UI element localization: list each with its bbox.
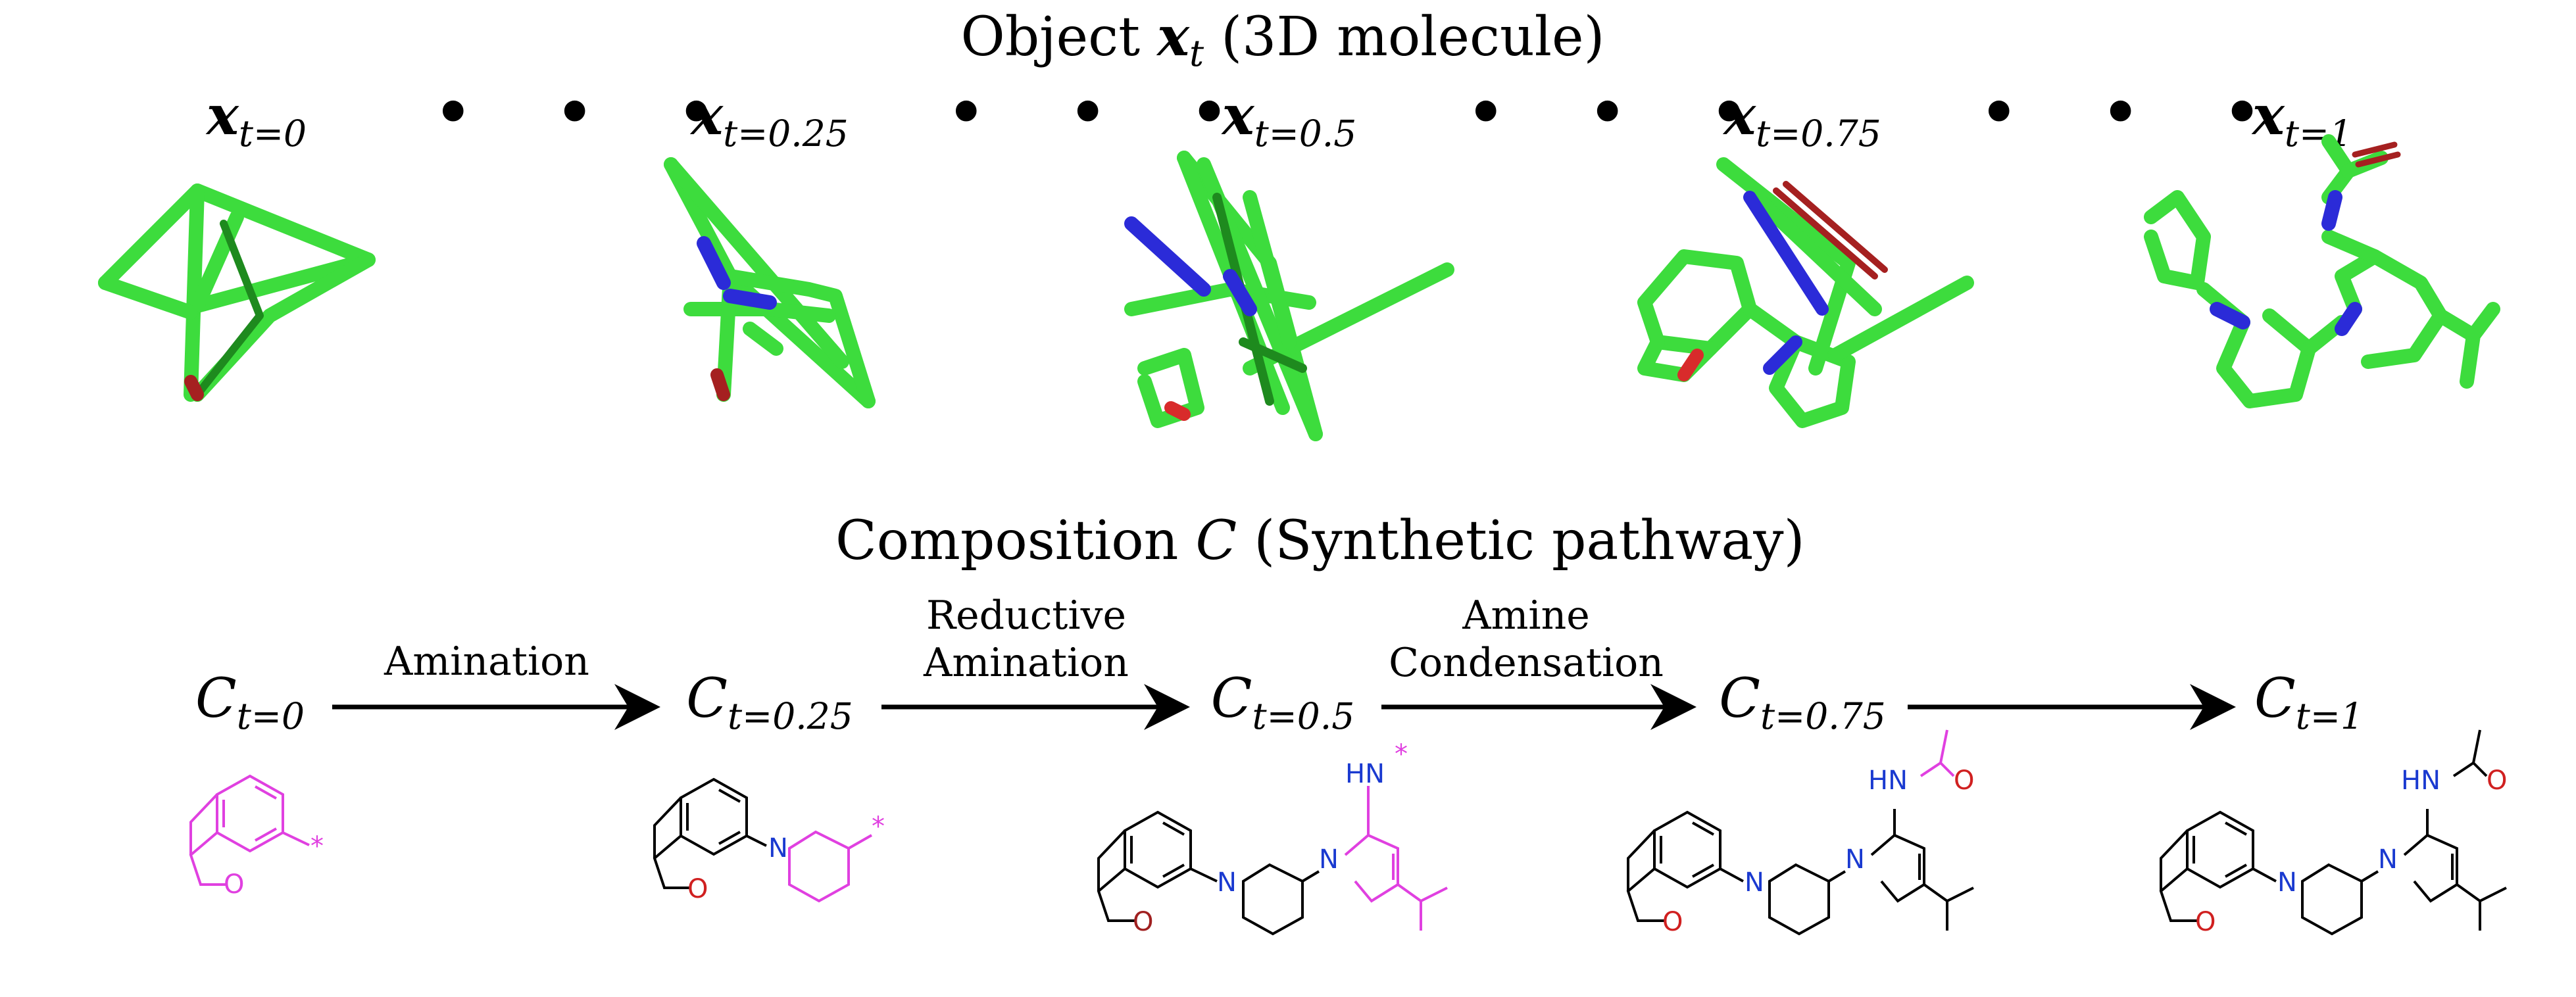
atom-hn-t075: HN xyxy=(1868,766,1908,796)
bottom-title-suffix: (Synthetic pathway) xyxy=(1254,510,1805,572)
atom-star-t025: * xyxy=(872,812,885,842)
bottom-title-var: C xyxy=(1195,510,1237,572)
pathway-node-label-1: Ct=0.25 xyxy=(686,668,853,737)
top-title: Object xt (3D molecule) xyxy=(921,5,1645,74)
atom-n1-t1: N xyxy=(2277,867,2297,898)
top-title-sub: t xyxy=(1189,32,1204,74)
atom-star-t0: * xyxy=(310,831,324,862)
pathway-node-label-3: Ct=0.75 xyxy=(1719,668,1886,737)
atom-n-t025: N xyxy=(768,833,788,863)
atom-o-t1: O xyxy=(2195,907,2216,937)
reaction-label-3: Amine Condensation xyxy=(1389,593,1664,686)
atom-o2-t1: O xyxy=(2487,766,2507,796)
structure-2d-t1 xyxy=(2159,729,2507,936)
atom-hn-t05: HN xyxy=(1345,759,1385,789)
atom-n1-t075: N xyxy=(1745,867,1764,898)
snapshot-label-4: xt=1 xyxy=(2252,84,2353,155)
top-title-suffix: (3D molecule) xyxy=(1221,6,1605,68)
ellipsis-2: • • • xyxy=(947,78,1260,147)
snapshot-label-2: xt=0.5 xyxy=(1222,84,1357,155)
ellipsis-3: • • • xyxy=(1467,78,1780,147)
structure-2d-t075 xyxy=(1626,729,1974,936)
atom-hn-t1: HN xyxy=(2401,766,2440,796)
bottom-title: Composition C (Synthetic pathway) xyxy=(835,510,1805,572)
structure-2d-t0 xyxy=(189,774,310,886)
ellipsis-4: • • • xyxy=(1980,78,2293,147)
pathway-node-label-2: Ct=0.5 xyxy=(1210,668,1355,737)
atom-n2-t05: N xyxy=(1319,844,1339,875)
structure-2d-t025 xyxy=(653,777,872,903)
structure-2d-t05 xyxy=(1097,786,1448,936)
atom-star-t05: * xyxy=(1395,739,1408,769)
top-title-prefix: Object xyxy=(960,6,1141,68)
atom-o-t075: O xyxy=(1662,907,1683,937)
pathway-node-label-4: Ct=1 xyxy=(2254,668,2364,737)
bottom-title-prefix: Composition xyxy=(835,510,1179,572)
snapshot-label-1: xt=0.25 xyxy=(691,84,849,155)
atom-n2-t1: N xyxy=(2378,844,2398,875)
atom-o-t0: O xyxy=(224,869,244,900)
atom-n1-t05: N xyxy=(1217,867,1237,898)
atom-n2-t075: N xyxy=(1845,844,1865,875)
pathway-node-label-0: Ct=0 xyxy=(195,668,305,737)
snapshot-label-0: xt=0 xyxy=(206,84,307,155)
snapshot-label-3: xt=0.75 xyxy=(1723,84,1881,155)
top-title-var: x xyxy=(1157,5,1189,68)
reaction-label-2: Reductive Amination xyxy=(924,593,1129,686)
atom-o2-t075: O xyxy=(1954,766,1974,796)
reaction-label-1: Amination xyxy=(384,639,589,685)
ellipsis-1: • • • xyxy=(434,78,747,147)
atom-o-t05: O xyxy=(1133,907,1153,937)
molecule-3d-t075-sticks xyxy=(1637,157,1974,428)
atom-o-t025: O xyxy=(687,874,708,904)
